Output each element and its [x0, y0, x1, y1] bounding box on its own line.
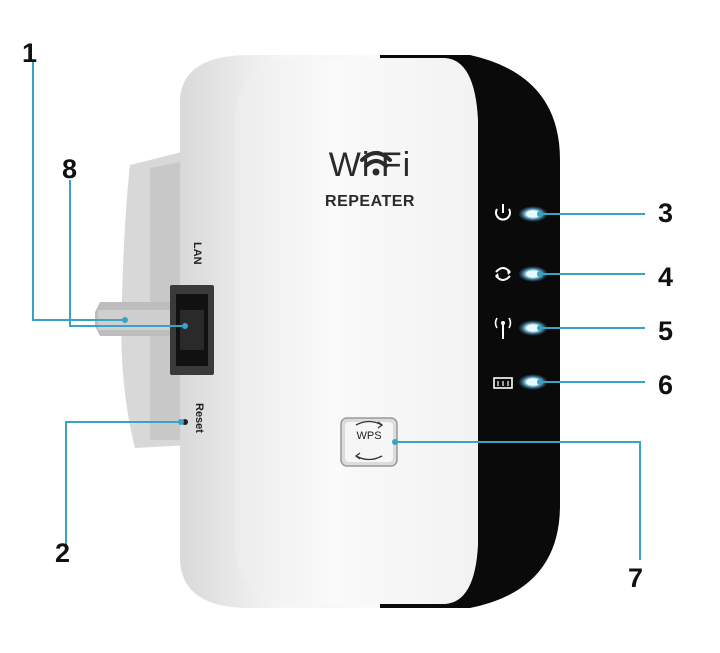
front-white-face: [235, 58, 478, 604]
brand-repeater-text: REPEATER: [300, 193, 440, 211]
callout-5: 5: [658, 318, 673, 345]
wps-label: WPS: [343, 430, 395, 442]
callout-2: 2: [55, 540, 70, 567]
callout-3: 3: [658, 200, 673, 227]
reset-label: Reset: [193, 403, 205, 433]
leader-line-1: [33, 62, 125, 320]
wps-button: [341, 418, 397, 466]
lan-label: LAN: [191, 242, 203, 265]
callout-4: 4: [658, 264, 673, 291]
callout-8: 8: [62, 156, 77, 183]
brand-wifi-text: Wi Fi: [300, 146, 440, 185]
callout-1: 1: [22, 40, 37, 67]
callout-6: 6: [658, 372, 673, 399]
callout-7: 7: [628, 565, 643, 592]
